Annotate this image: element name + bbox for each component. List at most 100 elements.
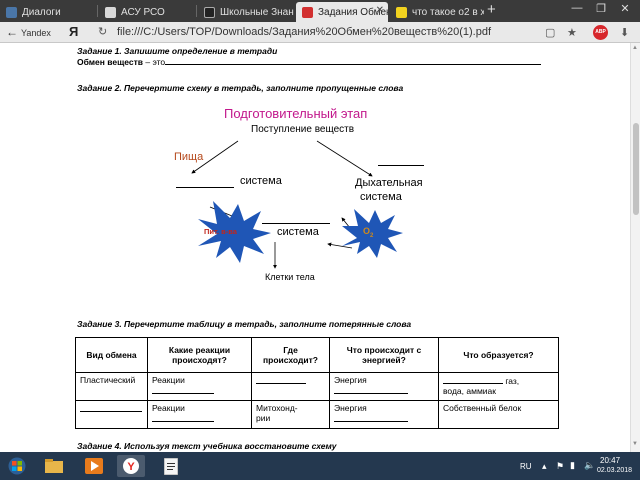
adblock-icon[interactable]: ABP bbox=[593, 25, 608, 40]
definition-text: – это bbox=[143, 57, 166, 67]
table-cell: Митохонд-рии bbox=[251, 400, 330, 429]
table-cell bbox=[75, 400, 148, 429]
oxygen-symbol: О bbox=[363, 226, 371, 236]
diagram-header: Подготовительный этап bbox=[224, 106, 368, 121]
language-indicator[interactable]: RU bbox=[520, 462, 532, 471]
diagram-cells: Клетки тела bbox=[265, 272, 315, 282]
table-header-row: Вид обмена Какие реакции происходят? Где… bbox=[75, 337, 559, 373]
vk-icon bbox=[6, 6, 17, 18]
taskbar-media-player[interactable] bbox=[80, 455, 108, 477]
digestion-diagram: Подготовительный этап Поступление вещест… bbox=[162, 98, 462, 323]
taskbar-yandex-browser[interactable]: Y bbox=[117, 455, 145, 477]
network-icon[interactable]: ▮ bbox=[570, 460, 575, 470]
diagram-intake: Поступление веществ bbox=[251, 124, 355, 135]
tab-znania[interactable]: Школьные Знания. bbox=[198, 2, 294, 22]
definition-line: Обмен веществ – это bbox=[77, 57, 542, 67]
arrow-to-food bbox=[191, 140, 239, 174]
pdf-viewer: Задание 1. Запишите определение в тетрад… bbox=[0, 43, 630, 452]
cell-text: Реакции bbox=[152, 403, 185, 413]
cell-text: Энергия bbox=[334, 375, 367, 385]
diagram-respiratory-1: Дыхательная bbox=[355, 177, 423, 189]
media-player-icon bbox=[85, 458, 103, 474]
blank-line-respiratory bbox=[378, 165, 424, 166]
yandex-search-icon bbox=[396, 6, 407, 18]
table-row: Пластический Реакции Энергия газ, вода, а… bbox=[75, 372, 559, 401]
fill-in-blank bbox=[443, 375, 503, 384]
fill-in-blank bbox=[256, 375, 306, 384]
arrow-from-oxygen bbox=[327, 242, 353, 249]
maximize-icon[interactable]: ❐ bbox=[596, 3, 606, 15]
tab-asu-rso[interactable]: АСУ РСО bbox=[99, 2, 194, 22]
table-cell: Пластический bbox=[75, 372, 148, 401]
tab-search[interactable]: что такое о2 в хим bbox=[390, 2, 484, 22]
diagram-system-center: система bbox=[277, 226, 319, 238]
blank-line-center bbox=[262, 223, 330, 224]
metabolism-table: Вид обмена Какие реакции происходят? Где… bbox=[75, 337, 559, 429]
flag-icon[interactable]: ⚑ bbox=[556, 461, 565, 471]
plus-icon[interactable]: + bbox=[487, 1, 496, 18]
close-window-icon[interactable]: ✕ bbox=[620, 3, 630, 15]
minimize-icon[interactable]: — bbox=[571, 2, 583, 14]
close-tab-icon[interactable]: ✕ bbox=[375, 5, 384, 16]
scroll-down-icon[interactable]: ▼ bbox=[632, 441, 638, 447]
reader-mode-icon[interactable]: ▢ bbox=[545, 27, 556, 39]
oxygen-subscript: 2 bbox=[370, 232, 374, 239]
back-button[interactable]: ←Yandex bbox=[6, 25, 51, 39]
table-cell: газ, вода, аммиак bbox=[438, 372, 559, 401]
tab-dialogs[interactable]: Диалоги bbox=[0, 2, 95, 22]
tab-active-pdf[interactable]: Задания Обмен в ✕ bbox=[296, 2, 388, 22]
diagram-oxygen: О2 bbox=[363, 226, 373, 239]
tab-title: что такое о2 в хим bbox=[412, 6, 484, 18]
tray-arrow-icon[interactable]: ▴ bbox=[542, 461, 547, 471]
cell-text: рии bbox=[256, 413, 271, 423]
url-input[interactable]: file:///C:/Users/TOP/Downloads/Задания%2… bbox=[117, 26, 492, 38]
tab-title: АСУ РСО bbox=[121, 6, 165, 18]
start-button[interactable] bbox=[4, 455, 30, 477]
table-cell: Энергия bbox=[329, 400, 439, 429]
fill-in-blank bbox=[334, 413, 408, 422]
yandex-logo[interactable]: Я bbox=[69, 24, 79, 39]
table-header: Какие реакции происходят? bbox=[147, 337, 252, 373]
taskbar-pdf-app[interactable] bbox=[157, 455, 185, 477]
reload-icon[interactable]: ↻ bbox=[98, 26, 108, 38]
table-cell: Энергия bbox=[329, 372, 439, 401]
cell-text: Реакции bbox=[152, 375, 185, 385]
page-icon bbox=[105, 6, 116, 18]
vertical-scrollbar[interactable]: ▲ ▼ bbox=[630, 43, 640, 452]
table-header: Что образуется? bbox=[438, 337, 559, 373]
task1-title: Задание 1. Запишите определение в тетрад… bbox=[77, 46, 278, 56]
back-arrow-icon: ← bbox=[6, 25, 18, 39]
diagram-system-left: система bbox=[240, 175, 282, 187]
fill-in-blank bbox=[152, 385, 214, 394]
clock-date[interactable]: 02.03.2018 bbox=[597, 467, 633, 474]
windows-logo-icon bbox=[8, 457, 26, 475]
table-cell bbox=[251, 372, 330, 401]
table-cell: Реакции bbox=[147, 400, 252, 429]
table-header: Что происходит с энергией? bbox=[329, 337, 439, 373]
task3-title: Задание 3. Перечертите таблицу в тетрадь… bbox=[77, 319, 412, 329]
browser-tab-bar: Диалоги АСУ РСО Школьные Знания. Задания… bbox=[0, 0, 640, 22]
svg-text:Y: Y bbox=[127, 461, 135, 473]
diagram-respiratory-2: система bbox=[360, 191, 402, 203]
pdf-page: Задание 1. Запишите определение в тетрад… bbox=[72, 43, 562, 452]
folder-icon bbox=[45, 459, 63, 473]
arrow-to-respiratory bbox=[316, 140, 373, 177]
oxygen-burst bbox=[342, 209, 403, 258]
diagram-food: Пища bbox=[174, 151, 204, 163]
cell-text: вода, аммиак bbox=[443, 386, 496, 396]
fill-in-blank bbox=[80, 403, 142, 412]
clock-time[interactable]: 20:47 bbox=[600, 456, 621, 465]
scroll-up-icon[interactable]: ▲ bbox=[632, 45, 638, 51]
cell-text: Энергия bbox=[334, 403, 367, 413]
download-icon[interactable]: ⬇ bbox=[620, 27, 630, 39]
cell-text: газ, bbox=[503, 376, 520, 386]
taskbar-explorer[interactable] bbox=[40, 455, 68, 477]
tab-title: Диалоги bbox=[22, 6, 61, 18]
znania-icon bbox=[204, 6, 215, 18]
tab-separator bbox=[97, 5, 98, 17]
cell-text: Митохонд- bbox=[256, 403, 298, 413]
bookmark-star-icon[interactable]: ★ bbox=[567, 27, 577, 39]
scroll-thumb[interactable] bbox=[633, 123, 639, 215]
volume-icon[interactable]: 🔈 bbox=[584, 460, 596, 470]
fill-in-blank bbox=[165, 58, 542, 65]
